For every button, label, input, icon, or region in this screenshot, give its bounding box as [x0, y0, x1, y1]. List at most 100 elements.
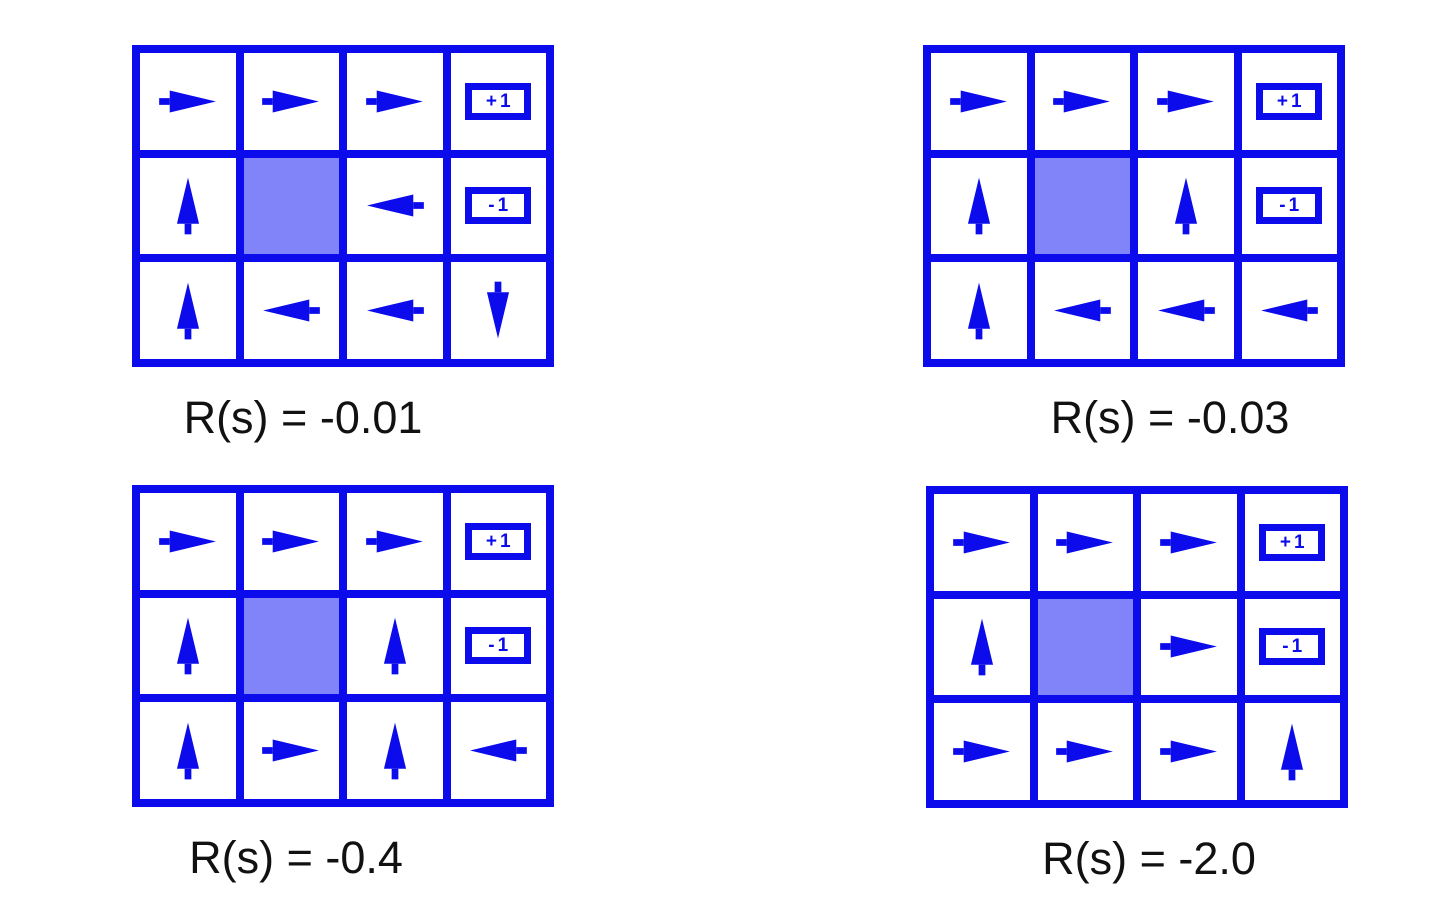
- reward-label: R(s) = -0.01: [183, 392, 423, 443]
- arrow-left-icon: [263, 299, 321, 322]
- minus-one-terminal: -1: [1256, 187, 1323, 225]
- wall-cell: [243, 157, 339, 255]
- arrow-right-icon: [365, 90, 423, 113]
- arrow-right-icon: [1056, 531, 1114, 554]
- arrow-up-icon: [1281, 723, 1304, 781]
- arrow-left-icon: [1054, 299, 1112, 322]
- grid-cell: +1: [450, 53, 546, 150]
- arrow-down-icon: [487, 281, 510, 339]
- arrow-right-icon: [952, 531, 1010, 554]
- grid-cell: +1: [450, 493, 546, 590]
- arrow-right-icon: [365, 530, 423, 553]
- arrow-right-icon: [952, 740, 1010, 763]
- arrow-up-icon: [176, 722, 199, 780]
- arrow-up-icon: [383, 618, 406, 675]
- minus-one-terminal: -1: [1259, 628, 1326, 666]
- arrow-left-icon: [1157, 299, 1215, 322]
- arrow-up-icon: [967, 178, 990, 235]
- grid-cell: [934, 598, 1030, 696]
- grid-cell: [140, 493, 236, 590]
- grid-cell: [347, 597, 443, 695]
- arrow-right-icon: [1156, 90, 1214, 113]
- grid-cell: [1138, 53, 1234, 150]
- grid-cell: [347, 157, 443, 255]
- arrow-right-icon: [1159, 531, 1217, 554]
- grid-cell: [243, 53, 339, 150]
- arrow-right-icon: [1159, 740, 1217, 763]
- arrow-right-icon: [1053, 90, 1111, 113]
- grid-cell: [1141, 494, 1237, 591]
- grid-cell: [1141, 598, 1237, 696]
- grid-cell: [140, 597, 236, 695]
- arrow-left-icon: [366, 299, 424, 322]
- grid-cell: -1: [450, 597, 546, 695]
- arrow-right-icon: [262, 90, 320, 113]
- grid-cell: -1: [1244, 598, 1340, 696]
- grid-cell: [931, 53, 1027, 150]
- grid-cell: [931, 157, 1027, 255]
- arrow-right-icon: [262, 739, 320, 762]
- grid-cell: +1: [1241, 53, 1337, 150]
- policy-panel-top-right: +1 -1 R(s) = -0.03: [923, 45, 1345, 444]
- arrow-right-icon: [1056, 740, 1114, 763]
- arrow-right-icon: [949, 90, 1007, 113]
- grid-cell: [1141, 703, 1237, 800]
- arrow-up-icon: [176, 178, 199, 235]
- arrow-right-icon: [158, 530, 216, 553]
- grid-cell: [243, 262, 339, 359]
- grid-cell: [1244, 703, 1340, 800]
- grid-cell: [243, 493, 339, 590]
- policy-grid: +1 -1: [923, 45, 1345, 367]
- grid-cell: [1241, 262, 1337, 359]
- arrow-right-icon: [1159, 635, 1217, 659]
- grid-cell: [1138, 157, 1234, 255]
- grid-cell: [450, 262, 546, 359]
- plus-one-terminal: +1: [1259, 523, 1326, 561]
- policy-grid: +1 -1: [926, 486, 1348, 808]
- grid-cell: [1034, 53, 1130, 150]
- arrow-up-icon: [970, 619, 993, 676]
- arrow-right-icon: [158, 90, 216, 113]
- minus-one-terminal: -1: [465, 187, 532, 225]
- plus-one-terminal: +1: [1256, 82, 1323, 120]
- policy-panel-top-left: +1 -1 R(s) = -0.01: [132, 45, 554, 444]
- grid-cell: -1: [450, 157, 546, 255]
- grid-cell: [140, 157, 236, 255]
- grid-cell: -1: [1241, 157, 1337, 255]
- reward-label: R(s) = -0.03: [1050, 392, 1290, 443]
- arrow-up-icon: [967, 282, 990, 340]
- reward-label: R(s) = -0.4: [189, 832, 403, 883]
- arrow-up-icon: [383, 722, 406, 780]
- wall-cell: [1034, 157, 1130, 255]
- grid-cell: [347, 262, 443, 359]
- grid-cell: [140, 262, 236, 359]
- policy-panel-bottom-right: +1 -1 R(s) = -2.0: [926, 486, 1348, 885]
- policy-grid: +1 -1: [132, 485, 554, 807]
- grid-cell: [1037, 703, 1133, 800]
- minus-one-terminal: -1: [465, 627, 532, 665]
- grid-cell: [934, 703, 1030, 800]
- grid-cell: [934, 494, 1030, 591]
- arrow-left-icon: [470, 739, 528, 762]
- grid-cell: [243, 702, 339, 799]
- policy-grid: +1 -1: [132, 45, 554, 367]
- policy-panel-bottom-left: +1 -1 R(s) = -0.4: [132, 485, 554, 884]
- grid-cell: [1034, 262, 1130, 359]
- arrow-up-icon: [1174, 178, 1197, 235]
- plus-one-terminal: +1: [465, 522, 532, 560]
- grid-cell: [140, 702, 236, 799]
- grid-cell: [1037, 494, 1133, 591]
- grid-cell: [347, 702, 443, 799]
- grid-cell: [347, 53, 443, 150]
- grid-cell: [931, 262, 1027, 359]
- grid-cell: +1: [1244, 494, 1340, 591]
- wall-cell: [243, 597, 339, 695]
- arrow-up-icon: [176, 618, 199, 675]
- arrow-up-icon: [176, 282, 199, 340]
- reward-label: R(s) = -2.0: [1042, 833, 1256, 884]
- grid-cell: [450, 702, 546, 799]
- grid-cell: [140, 53, 236, 150]
- arrow-left-icon: [1261, 299, 1319, 322]
- wall-cell: [1037, 598, 1133, 696]
